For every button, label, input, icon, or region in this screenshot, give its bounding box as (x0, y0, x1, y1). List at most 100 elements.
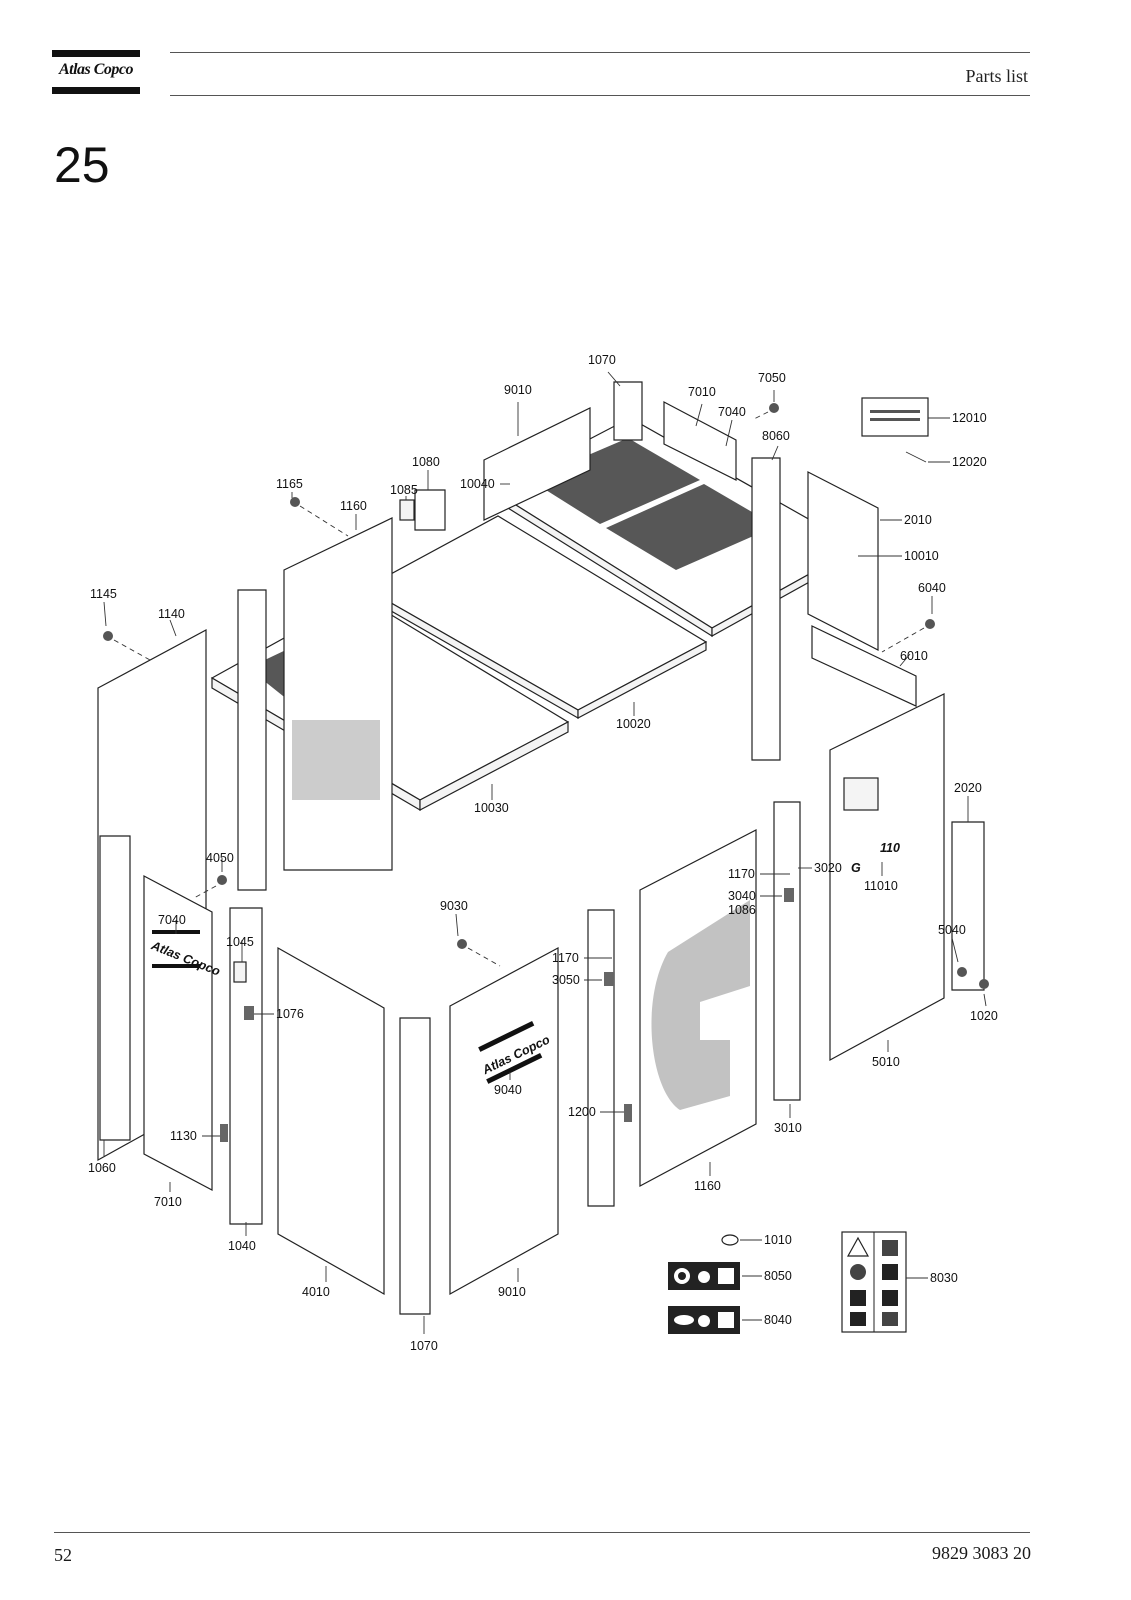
footer-rule (54, 1532, 1030, 1533)
callout-1010: 1010 (764, 1233, 792, 1247)
callout-1070-bottom: 1070 (410, 1339, 438, 1353)
post-8060 (751, 457, 781, 761)
callout-4010: 4010 (302, 1285, 330, 1299)
callout-1200: 1200 (568, 1105, 596, 1119)
logo-wordmark: Atlas Copco (58, 61, 134, 78)
callout-7010-top: 7010 (688, 385, 716, 399)
callout-10040: 10040 (460, 477, 495, 491)
guide-6040 (881, 627, 925, 653)
callout-1170-right: 1170 (728, 867, 755, 881)
guide-9030 (467, 947, 501, 967)
clip-4050 (217, 875, 227, 885)
callout-12010: 12010 (952, 411, 987, 425)
label-plate-12010 (861, 397, 929, 437)
decal-8040 (668, 1306, 740, 1334)
document-number: 9829 3083 20 (932, 1543, 1031, 1563)
callout-7040-top: 7040 (718, 405, 746, 419)
callout-6040: 6040 (918, 581, 946, 595)
panel-1160-top (283, 517, 393, 871)
callout-8030: 8030 (930, 1271, 958, 1285)
callout-9010-top: 9010 (504, 383, 532, 397)
callout-1130: 1130 (170, 1129, 197, 1143)
panel-1160-bottom (639, 829, 757, 1188)
post-3010 (773, 801, 801, 1101)
callout-1145: 1145 (90, 587, 117, 601)
leader-1070-top (607, 371, 621, 387)
guide-4050 (193, 885, 217, 899)
callout-1060: 1060 (88, 1161, 116, 1175)
callout-6010: 6010 (900, 649, 928, 663)
leader-7010-top (695, 403, 703, 427)
leader-9030 (455, 913, 459, 937)
leader-5040 (951, 937, 959, 963)
roof-panel-10020 (363, 515, 708, 720)
leader-1140 (169, 619, 177, 637)
post-1080 (414, 489, 446, 531)
callout-1165: 1165 (276, 477, 303, 491)
callout-1160-top: 1160 (340, 499, 367, 513)
panel-5010-window (843, 777, 879, 811)
callout-10030: 10030 (474, 801, 509, 815)
panel-2010 (807, 471, 879, 651)
logo-bar-top (52, 50, 140, 57)
clip-1020 (979, 979, 989, 989)
callout-3040: 3040 (728, 889, 756, 903)
header-title: Parts list (965, 66, 1028, 86)
clip-1165 (290, 497, 300, 507)
clip-7050 (769, 403, 779, 413)
callout-1070-top: 1070 (588, 353, 616, 367)
guide-7050 (751, 411, 769, 421)
clip-1145 (103, 631, 113, 641)
header-rule-top (170, 52, 1030, 53)
clip-5040 (957, 967, 967, 977)
bolt-1130 (220, 1124, 228, 1142)
panel-1160-top-g (292, 720, 380, 800)
callout-10020: 10020 (616, 717, 651, 731)
label-plate-lines (870, 410, 920, 413)
leader-6010 (899, 653, 911, 667)
callout-1140: 1140 (158, 607, 185, 621)
callout-10010: 10010 (904, 549, 939, 563)
decal-8030 (841, 1231, 907, 1333)
callout-1085: 1085 (390, 483, 418, 497)
decal-1085 (399, 499, 415, 521)
panel-6010 (811, 625, 917, 707)
section-number: 25 (54, 137, 110, 193)
label-plate-lines-2 (870, 418, 920, 421)
callout-5010: 5010 (872, 1055, 900, 1069)
bracket-3040 (784, 888, 794, 902)
panel-9010-top (483, 407, 591, 521)
decal-8050 (668, 1262, 740, 1290)
callout-7050: 7050 (758, 371, 786, 385)
callout-12020: 12020 (952, 455, 987, 469)
panel-9010-bottom: Atlas Copco (449, 946, 559, 1296)
post-2020 (951, 821, 985, 991)
post-1070-top (613, 381, 643, 441)
callout-4050: 4050 (206, 851, 234, 865)
post-mid-front (587, 909, 615, 1207)
header-rule-bottom (170, 95, 1030, 96)
callout-2010: 2010 (904, 513, 932, 527)
callout-9040: 9040 (494, 1083, 522, 1097)
bracket-3050 (604, 972, 614, 986)
clip-6040 (925, 619, 935, 629)
rivet-12020 (905, 451, 927, 463)
callout-1160-bottom: 1160 (694, 1179, 721, 1193)
callout-1040: 1040 (228, 1239, 256, 1253)
bolt-1200 (624, 1104, 632, 1122)
post-1060 (99, 835, 131, 1141)
guide-1145 (113, 639, 151, 661)
callout-5040: 5040 (938, 923, 966, 937)
callout-9010-bottom: 9010 (498, 1285, 526, 1299)
decal-1010 (721, 1234, 739, 1246)
callout-1170-mid: 1170 (552, 951, 579, 965)
callout-8040: 8040 (764, 1313, 792, 1327)
callout-3050: 3050 (552, 973, 580, 987)
panel-7010-top (663, 401, 737, 481)
atlas-copco-logo: Atlas Copco (52, 50, 140, 94)
leader-1145 (103, 601, 107, 627)
callout-1076: 1076 (276, 1007, 304, 1021)
post-1040 (229, 907, 263, 1225)
